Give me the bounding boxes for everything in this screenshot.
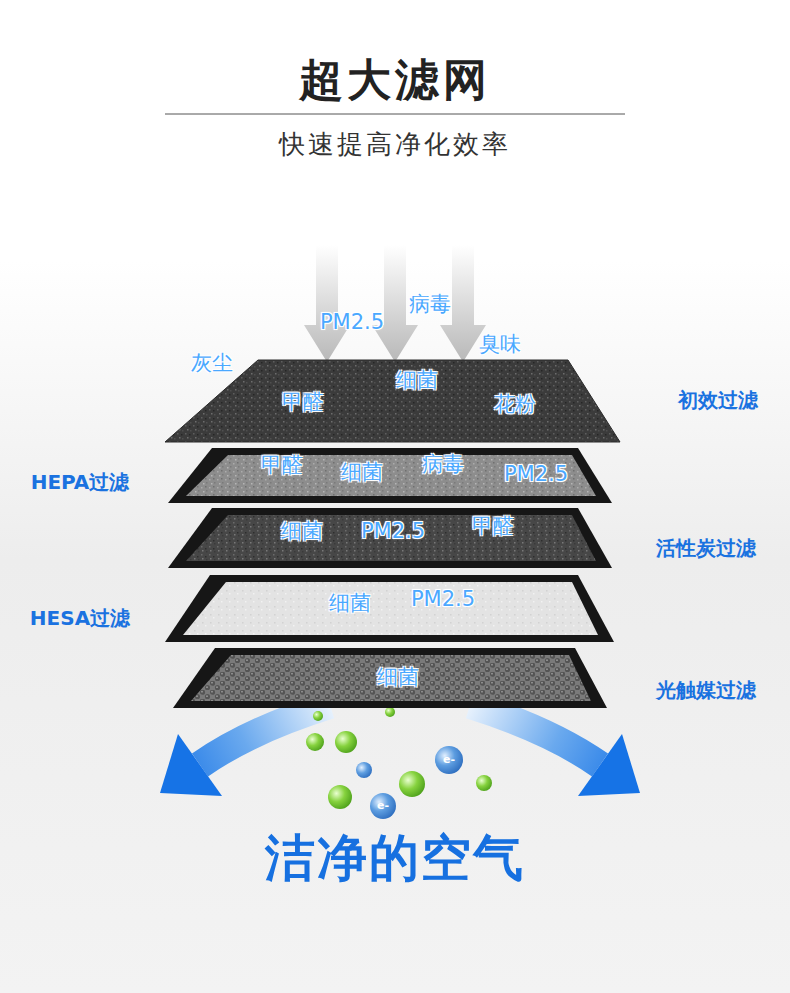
particle [476,775,492,791]
particle [385,707,395,717]
particle [356,762,372,778]
pollutant-label: 细菌 [377,666,419,689]
pollutant-label: 病毒 [422,453,464,476]
layer-frame [173,648,607,708]
filter-media [183,582,598,635]
pollutant-label: PM2.5 [320,311,384,334]
filter-layer: 光触媒过滤 细菌 [0,645,790,711]
layer-frame [168,448,612,503]
layer-outline [0,352,790,446]
pollutant-label: 甲醛 [472,515,514,538]
filter-media [186,455,596,496]
particle-label: e- [443,754,455,766]
page-title: 超大滤网 [299,56,491,104]
filter-layer: HESA过滤 细菌 PM2.5 [0,572,790,644]
filter-layer: 初效过滤 灰尘甲醛 细菌花粉 [0,352,790,446]
result-heading: 洁净的空气 [265,831,525,886]
pollutant-label: PM2.5 [361,520,425,543]
filter-layer: HEPA过滤 甲醛 细菌 病毒 PM2.5 [0,445,790,507]
pollutant-label: 灰尘 [191,352,233,375]
layer-heading: HEPA过滤 [31,471,130,493]
layer-heading: 初效过滤 [678,389,758,411]
layer-heading: HESA过滤 [30,607,130,629]
particle [306,733,324,751]
filter-media [191,655,591,701]
outflow-arrow-head [160,734,222,796]
air-particles [306,707,492,819]
filter-media [186,515,596,561]
particle [313,711,323,721]
down-arrow [304,245,350,362]
pollutant-label: PM2.5 [504,463,568,486]
particle [335,731,357,753]
layer-heading: 活性炭过滤 [656,537,756,559]
particle-label: e- [377,800,389,812]
filter-media [165,360,620,442]
layer-heading: 光触媒过滤 [656,679,756,701]
pollutant-label: PM2.5 [411,588,475,611]
pollutant-label: 甲醛 [261,454,303,477]
pollutant-label: 细菌 [341,461,383,484]
pollutant-label: 细菌 [281,520,323,543]
layer-frame [168,508,612,568]
inflow-arrows [304,245,486,362]
outflow-arrow-head [578,734,640,796]
particle [370,793,396,819]
pollutant-label: 病毒 [409,293,451,316]
subtitle: 快速提高净化效率 [279,130,511,159]
outflow-arrow-body [200,705,330,765]
pollutant-label: 细菌 [329,592,371,615]
title-rule [165,114,625,115]
outflow-arrow-body [470,705,600,765]
outflow-arrows [160,705,640,796]
pollutant-label: 细菌 [396,369,438,392]
pollutant-label: 甲醛 [282,391,324,414]
pollutant-label: 臭味 [479,333,521,356]
particle [399,771,425,797]
pollutant-label: 花粉 [494,393,536,416]
particle [328,785,352,809]
layer-frame [165,575,614,642]
filter-layer: 活性炭过滤 细菌 PM2.5 甲醛 [0,505,790,571]
particle [435,746,463,774]
